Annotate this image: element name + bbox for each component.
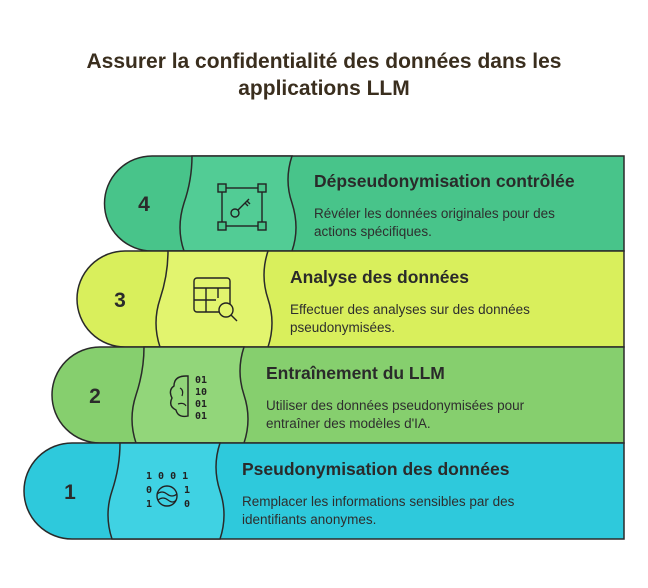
- brain-binary-row-1: 01: [195, 375, 207, 386]
- step-3-number: 3: [114, 289, 126, 312]
- step-1-title: Pseudonymisation des données: [242, 459, 510, 479]
- title-line-1: Assurer la confidentialité des données d…: [86, 50, 562, 73]
- brain-binary-row-4: 01: [195, 411, 207, 422]
- brain-binary-row-3: 01: [195, 399, 207, 410]
- step-4-title: Dépseudonymisation contrôlée: [314, 171, 575, 191]
- step-1: 1 1 0 0 1 0 1 1 0: [23, 442, 625, 540]
- binary-eye-right-bottom: 0: [184, 499, 190, 510]
- step-2: 2 01 10 01 01: [51, 346, 625, 444]
- step-1-description: Remplacer les informations sensibles par…: [242, 493, 542, 529]
- step-1-desc-line-2: identifiants anonymes.: [242, 512, 377, 527]
- step-2-tab: [131, 346, 249, 444]
- step-4-desc-line-2: actions spécifiques.: [314, 224, 432, 239]
- key-frame-icon: [217, 183, 267, 231]
- brain-binary-icon: 01 10 01 01: [169, 375, 207, 422]
- title-line-2: applications LLM: [238, 77, 410, 100]
- step-2-desc-line-1: Utiliser des données pseudonymisées pour: [266, 398, 525, 413]
- step-3-title: Analyse des données: [290, 267, 469, 287]
- step-4-number: 4: [138, 193, 150, 216]
- binary-eye-left-top: 0: [146, 485, 152, 496]
- brain-binary-row-2: 10: [195, 387, 207, 398]
- step-3-tab: [155, 250, 273, 348]
- step-4-desc-line-1: Révéler les données originales pour des: [314, 206, 555, 221]
- step-3-description: Effectuer des analyses sur des données p…: [290, 301, 590, 337]
- binary-eye-left-bottom: 1: [146, 499, 152, 510]
- table-search-icon: [193, 277, 238, 322]
- step-2-title: Entraînement du LLM: [266, 363, 445, 383]
- binary-eye-right-top: 1: [184, 485, 190, 496]
- step-4-tab: [179, 155, 297, 252]
- step-4-description: Révéler les données originales pour des …: [314, 205, 614, 241]
- step-2-number: 2: [89, 385, 101, 408]
- step-3-desc-line-1: Effectuer des analyses sur des données: [290, 302, 530, 317]
- step-2-description: Utiliser des données pseudonymisées pour…: [266, 397, 566, 433]
- binary-eye-icon: 1 0 0 1 0 1 1 0: [146, 471, 190, 510]
- step-1-number: 1: [64, 481, 76, 504]
- step-1-tab: [107, 442, 225, 540]
- step-3-desc-line-2: pseudonymisées.: [290, 320, 396, 335]
- page-title: Assurer la confidentialité des données d…: [0, 48, 648, 102]
- binary-eye-row-top: 1 0 0 1: [146, 471, 188, 482]
- step-2-desc-line-2: entraîner des modèles d'IA.: [266, 416, 431, 431]
- step-1-desc-line-1: Remplacer les informations sensibles par…: [242, 494, 515, 509]
